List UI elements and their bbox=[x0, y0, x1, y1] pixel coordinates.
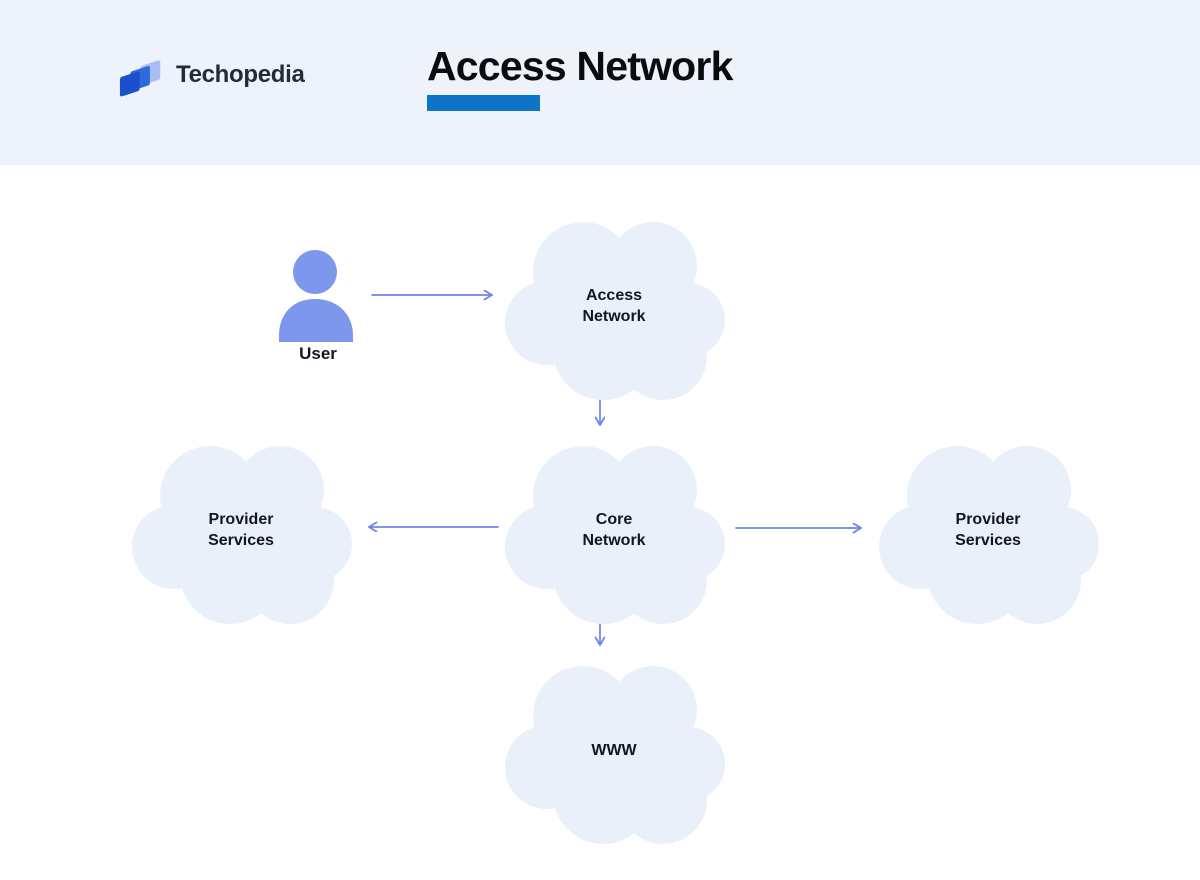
node-label-line: Services bbox=[955, 532, 1021, 549]
node-label-line: Network bbox=[582, 308, 646, 325]
node-provider-services-right: Provider Services bbox=[877, 432, 1099, 628]
node-label-line: Access bbox=[585, 287, 643, 304]
header-band: Techopedia Access Network bbox=[0, 0, 1200, 165]
node-access-network: Access Network bbox=[503, 208, 725, 404]
title-block: Access Network bbox=[427, 42, 733, 111]
node-label-line: Provider bbox=[955, 511, 1021, 528]
node-label: Provider Services bbox=[877, 432, 1099, 628]
node-www: WWW bbox=[503, 652, 725, 848]
node-label-line: Network bbox=[582, 532, 646, 549]
node-label-line: Provider bbox=[208, 511, 274, 528]
node-label-line: Services bbox=[208, 532, 274, 549]
user-node: User bbox=[274, 246, 362, 368]
brand-name: Techopedia bbox=[176, 61, 305, 88]
user-label: User bbox=[299, 344, 337, 363]
node-label-line: WWW bbox=[591, 741, 637, 759]
node-provider-services-left: Provider Services bbox=[130, 432, 352, 628]
techopedia-logo-icon bbox=[119, 59, 161, 96]
node-label-line: Core bbox=[595, 511, 633, 528]
node-label: WWW bbox=[503, 652, 725, 848]
title-underline bbox=[427, 95, 540, 111]
brand: Techopedia bbox=[118, 52, 305, 98]
node-label: Core Network bbox=[503, 432, 725, 628]
node-core-network: Core Network bbox=[503, 432, 725, 628]
page-title: Access Network bbox=[427, 43, 733, 89]
node-label: Access Network bbox=[503, 208, 725, 404]
user-icon bbox=[279, 250, 353, 342]
node-label: Provider Services bbox=[130, 432, 352, 628]
